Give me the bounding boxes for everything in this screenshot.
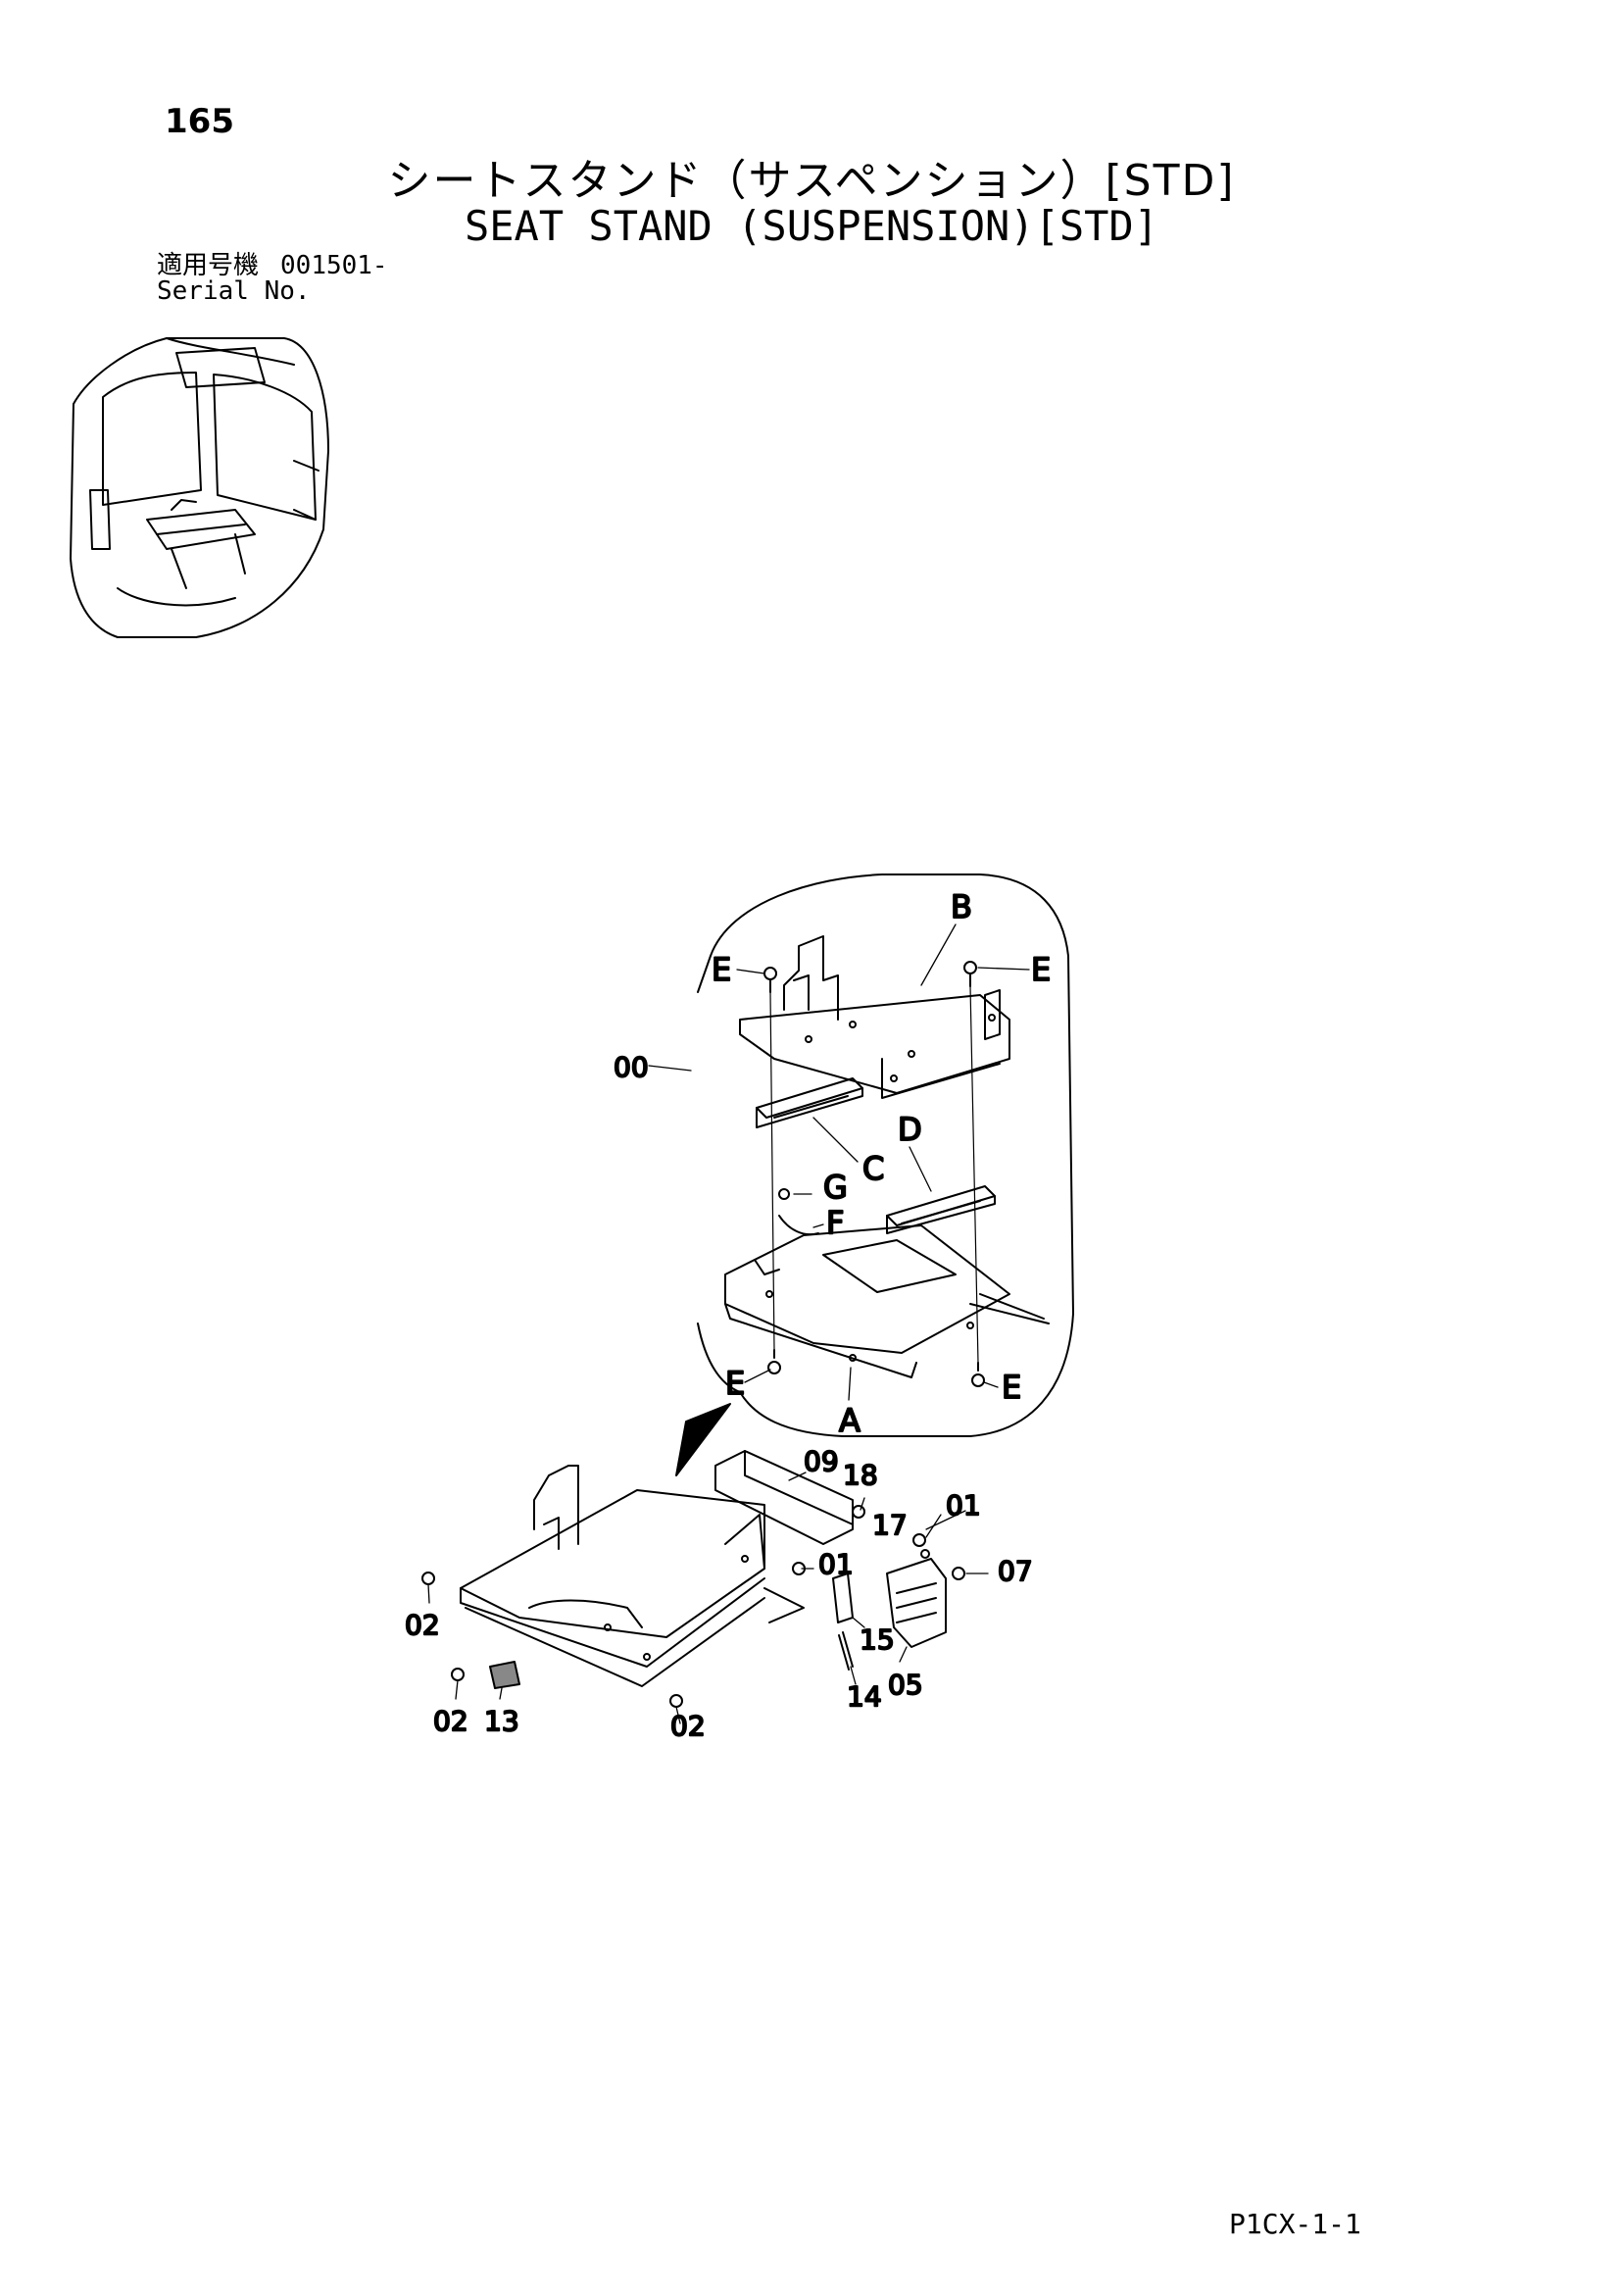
- callout-14: 14: [847, 1680, 882, 1713]
- callout-a: A: [839, 1402, 861, 1439]
- callout-e-bottom-right: E: [1002, 1369, 1021, 1406]
- callout-c: C: [862, 1150, 884, 1187]
- part-a-lower-base: [724, 1224, 1050, 1378]
- callout-18: 18: [843, 1459, 878, 1491]
- part-d-rail: [886, 1185, 996, 1234]
- detail-bubble: [675, 873, 1074, 1476]
- serial-number-block: 適用号機 001501- Serial No.: [157, 253, 388, 304]
- callout-17: 17: [872, 1509, 908, 1541]
- leader-lines: [427, 923, 1030, 1724]
- callout-e-top-right: E: [1031, 951, 1051, 988]
- callout-13: 13: [484, 1705, 519, 1737]
- callout-f: F: [826, 1204, 844, 1241]
- serial-number-value: 001501-: [280, 251, 388, 280]
- fastener-group: [763, 961, 985, 1387]
- page-title-japanese: シートスタンド（サスペンション）[STD]: [387, 156, 1236, 206]
- part-09-cover: [714, 1450, 854, 1545]
- page-number: 165: [165, 102, 234, 141]
- callout-01-right: 01: [946, 1489, 981, 1522]
- callout-e-bottom-left: E: [725, 1365, 745, 1402]
- callout-02-bottom-right: 02: [670, 1710, 706, 1742]
- cab-location-thumbnail: [70, 337, 329, 638]
- callout-00: 00: [614, 1051, 649, 1083]
- callout-01-center: 01: [818, 1548, 854, 1580]
- page-title-english: SEAT STAND (SUSPENSION)[STD]: [464, 202, 1158, 250]
- footer-code: P1CX-1-1: [1229, 2208, 1361, 2240]
- callout-d: D: [898, 1111, 922, 1148]
- callout-15: 15: [860, 1623, 895, 1656]
- callout-02-left: 02: [405, 1609, 440, 1641]
- callout-09: 09: [804, 1445, 839, 1477]
- callout-05: 05: [888, 1669, 923, 1701]
- assembled-seat-stand: [460, 1465, 805, 1687]
- serial-label-japanese: 適用号機: [157, 251, 260, 280]
- callout-02-bottom-left: 02: [433, 1705, 468, 1737]
- callout-e-top-left: E: [712, 951, 731, 988]
- callout-07: 07: [998, 1555, 1033, 1587]
- callout-g: G: [823, 1169, 848, 1206]
- part-b-upper-bracket: [739, 935, 1010, 1099]
- part-c-rail: [756, 1077, 863, 1128]
- callout-b: B: [951, 888, 972, 925]
- serial-label-english: Serial No.: [157, 276, 311, 306]
